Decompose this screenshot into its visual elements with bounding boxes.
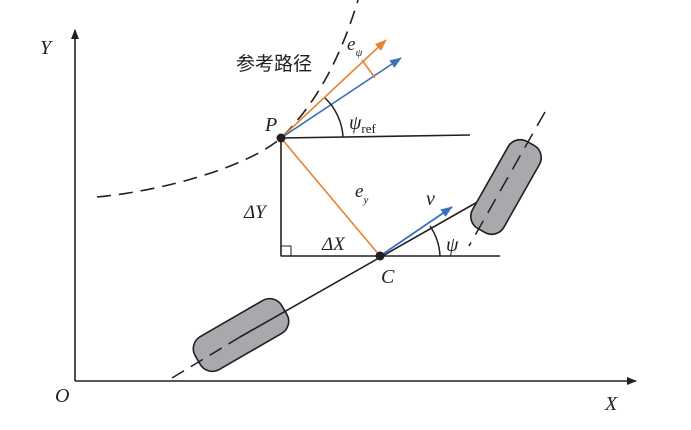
psi-label: ψ [446, 234, 459, 256]
path-tangent-arrow [280, 39, 387, 139]
p-horizontal-line [280, 134, 471, 139]
velocity-arrow [379, 206, 453, 257]
heading-error-mark [361, 59, 376, 79]
point-p-label: P [264, 114, 277, 136]
vehicle-heading-arrow-at-p [280, 57, 402, 139]
psi-ref-label: ψref [349, 112, 377, 136]
point-p [276, 133, 286, 143]
velocity-label: v [426, 188, 435, 210]
delta-y-label: ΔY [243, 202, 268, 223]
lateral-error-line [280, 137, 381, 257]
front-wheel-axis-dashed [468, 111, 546, 247]
origin-label: O [55, 385, 69, 407]
delta-x-label: ΔX [321, 234, 346, 255]
e-psi-label: eψ [347, 34, 362, 59]
reference-path-label: 参考路径 [236, 53, 312, 75]
x-axis-label: X [604, 393, 618, 415]
reference-path-curve [96, 0, 359, 198]
vehicle-body-axis-dashed [171, 336, 241, 379]
point-c [375, 251, 385, 261]
front-wheel [469, 138, 543, 236]
rear-wheel [192, 297, 290, 373]
y-axis-label: Y [40, 37, 53, 59]
psi-ref-arc [324, 97, 344, 138]
vehicle-body-axis [239, 187, 503, 338]
e-y-label: ey [355, 181, 368, 206]
point-c-label: C [381, 266, 395, 288]
psi-arc [429, 225, 441, 257]
right-angle-mark [280, 245, 292, 257]
